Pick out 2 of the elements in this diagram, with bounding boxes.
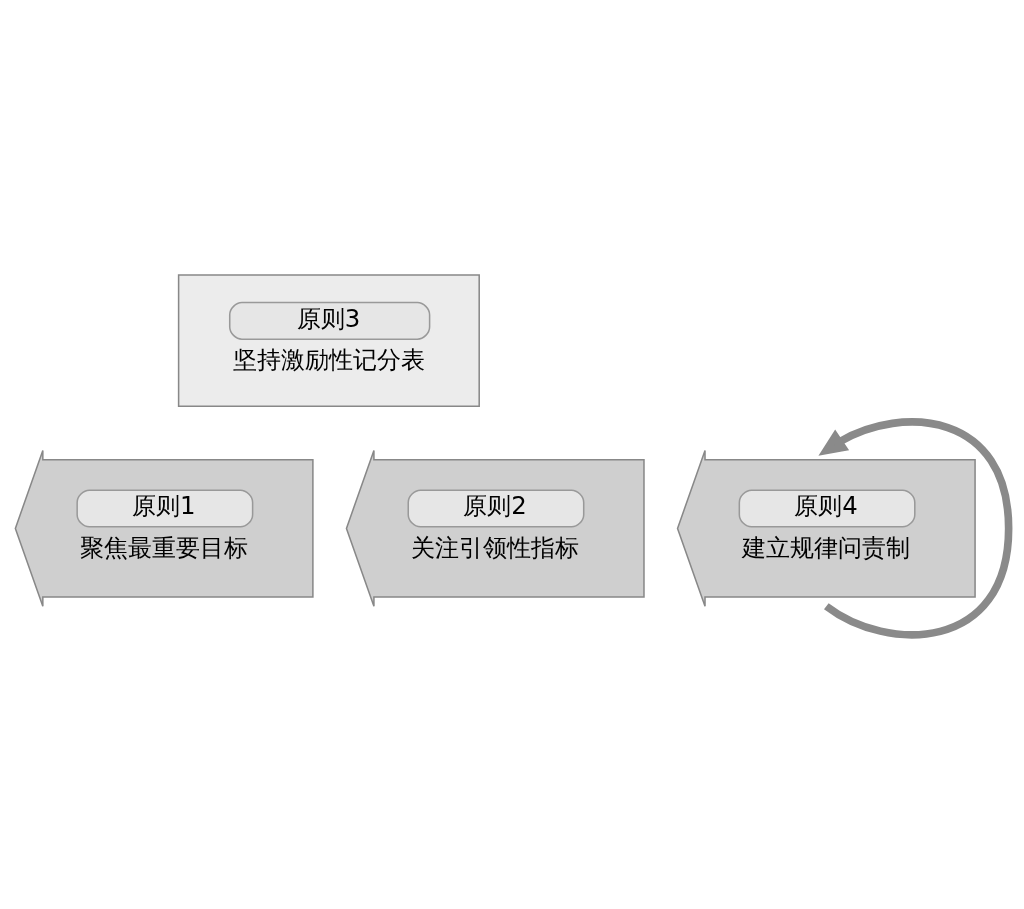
node-box: 原则3 坚持激励性记分表 [177,273,480,407]
arrow [818,417,1013,638]
